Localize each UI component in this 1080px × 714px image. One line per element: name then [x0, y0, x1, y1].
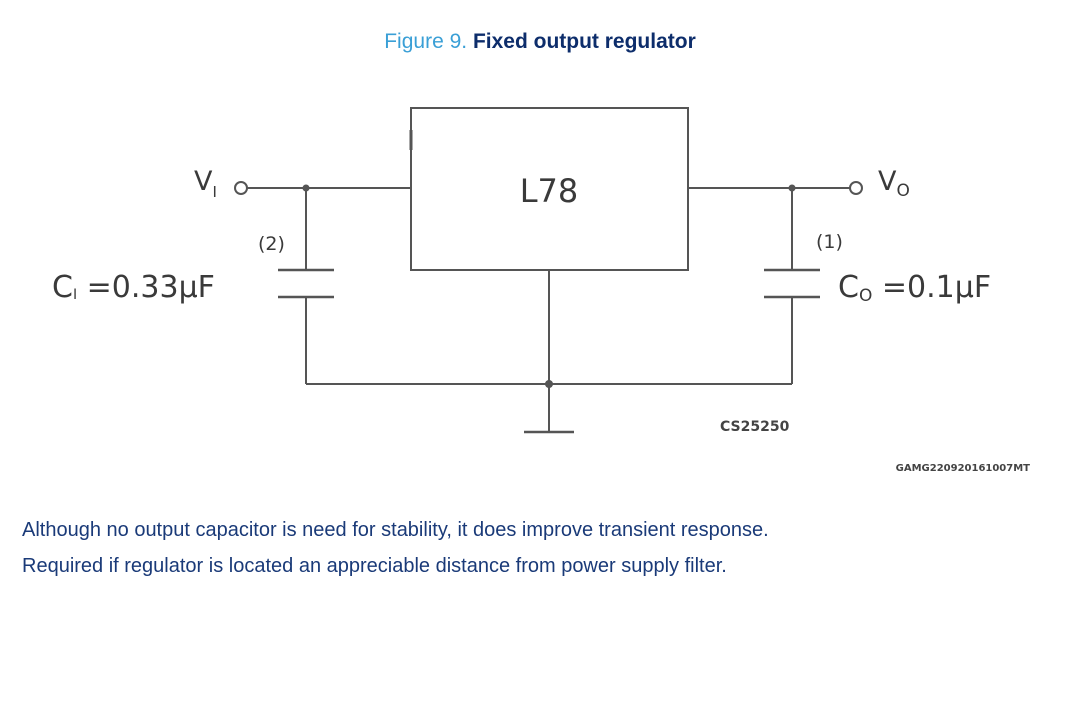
input-cap-subscript: I [73, 287, 77, 303]
input-voltage-subscript: I [212, 183, 216, 201]
figure-caption: Figure 9. Fixed output regulator [0, 30, 1080, 54]
output-cap-note: (1) [816, 231, 843, 253]
input-cap-amount: =0.33µF [77, 270, 215, 305]
input-junction [302, 184, 310, 192]
input-voltage-label: VI [194, 166, 217, 201]
output-voltage-symbol: V [878, 166, 897, 197]
drawing-code: CS25250 [720, 419, 790, 435]
output-terminal [849, 181, 863, 195]
input-cap-symbol: C [52, 270, 73, 305]
footnotes: Although no output capacitor is need for… [22, 512, 769, 584]
output-cap-amount: =0.1µF [872, 270, 991, 305]
footnote-1: Although no output capacitor is need for… [22, 519, 769, 541]
output-cap-value: CO =0.1µF [838, 270, 991, 306]
figure-title: Fixed output regulator [472, 30, 696, 53]
output-cap-symbol: C [838, 270, 859, 305]
output-voltage-label: VO [878, 166, 910, 201]
input-terminal [234, 181, 248, 195]
output-cap-subscript: O [859, 286, 872, 306]
figure-number: Figure 9. [384, 30, 468, 53]
document-code: GAMG220920161007MT [896, 463, 1031, 474]
ground-junction [545, 380, 553, 388]
ic-label: L78 [520, 172, 579, 210]
output-voltage-subscript: O [896, 181, 909, 201]
input-cap-value: CI =0.33µF [52, 270, 215, 305]
footnote-2: Required if regulator is located an appr… [22, 555, 727, 577]
input-voltage-symbol: V [194, 166, 213, 197]
output-junction [788, 184, 796, 192]
input-cap-note: (2) [258, 233, 285, 255]
